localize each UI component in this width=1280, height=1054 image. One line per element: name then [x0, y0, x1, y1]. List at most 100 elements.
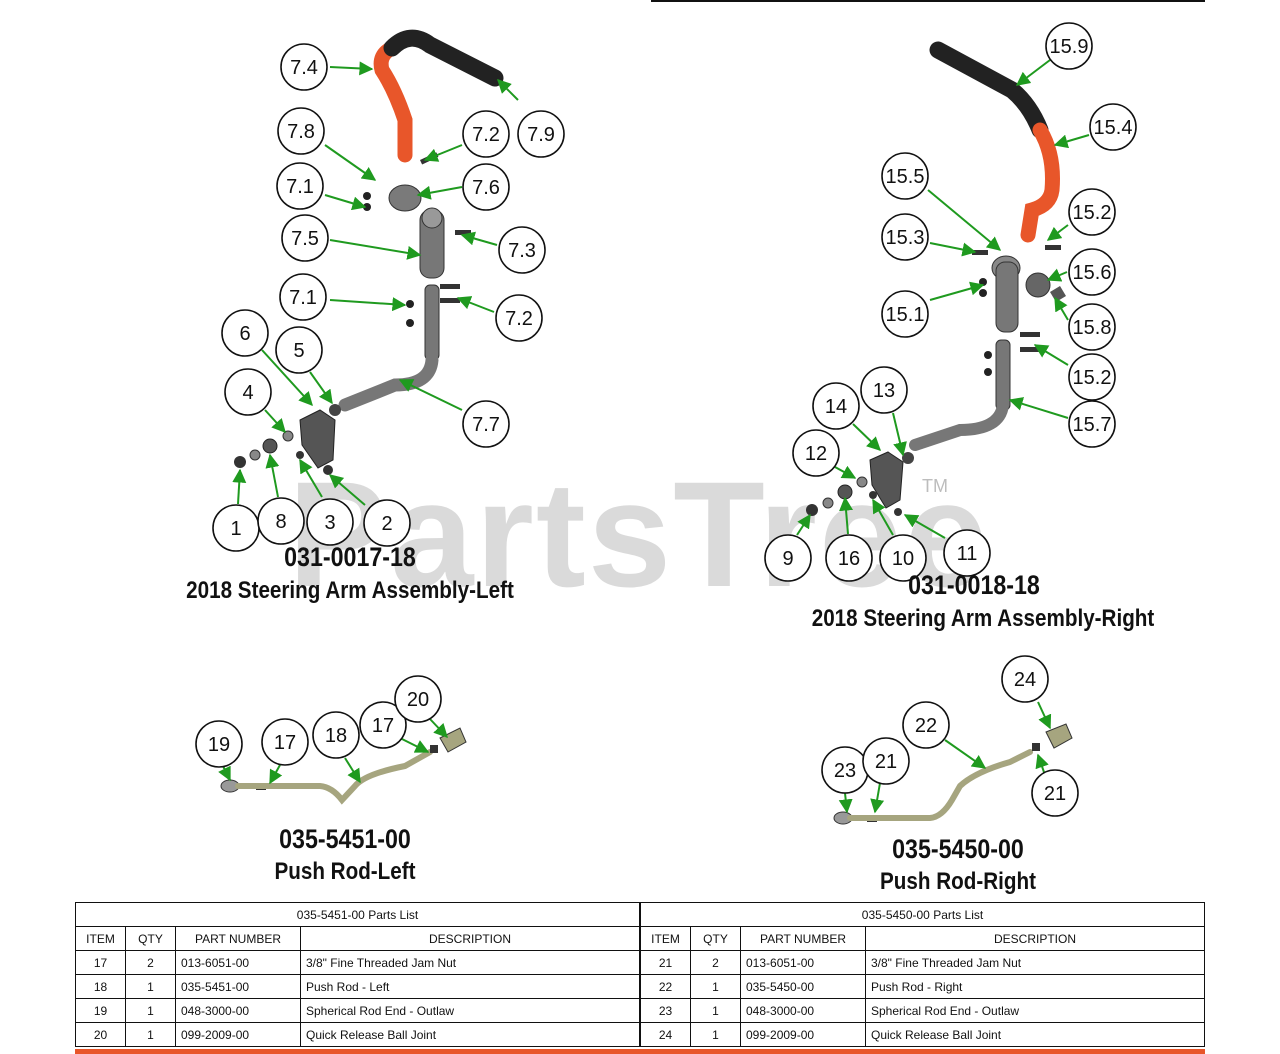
cell-item: 19 — [75, 998, 126, 1023]
callout-leader-line — [1046, 224, 1069, 241]
right-upper-arm — [995, 261, 1019, 333]
callout-leader-line — [497, 79, 519, 101]
callout-bubble-left-arm: 7.2 — [462, 110, 510, 158]
cell-qty: 2 — [690, 950, 741, 975]
callout-label: 7.7 — [472, 414, 500, 436]
callout-label: 7.5 — [291, 228, 319, 250]
callout-leader-line — [399, 737, 430, 753]
callout-label: 12 — [805, 443, 827, 465]
callout-label: 21 — [875, 751, 897, 773]
callout-bubble-left-arm: 8 — [257, 497, 305, 545]
callout-circle — [879, 534, 927, 582]
callout-leader-line — [1053, 134, 1090, 149]
callout-leader-line — [309, 371, 333, 405]
callout-leader-line — [416, 185, 463, 200]
callout-bubble-push-rod-right: 21 — [862, 737, 910, 785]
callout-leader-line — [1054, 296, 1069, 321]
callout-bubble-right-arm: 15.8 — [1068, 303, 1116, 351]
cell-item: 18 — [75, 974, 126, 999]
callout-label: 7.4 — [290, 57, 318, 79]
callout-leader-line — [324, 144, 377, 181]
callout-leader-line — [1033, 344, 1069, 366]
callout-bubble-left-arm: 7.2 — [495, 294, 543, 342]
callout-label: 8 — [275, 511, 286, 533]
table-title: 035-5451-00 Parts List — [75, 902, 640, 927]
right-handle-orange — [1020, 122, 1060, 243]
callout-circle — [1068, 353, 1116, 401]
cell-description: Push Rod - Right — [865, 974, 1205, 999]
callout-bubble-left-arm: 7.8 — [277, 107, 325, 155]
callout-circle — [462, 163, 510, 211]
callout-circle — [279, 273, 327, 321]
callout-label: 7.2 — [505, 308, 533, 330]
callout-bubble-left-arm: 6 — [221, 309, 269, 357]
caption-push-rod-left-part-number: 035-5451-00 — [279, 824, 411, 854]
callout-circle — [792, 429, 840, 477]
callout-label: 4 — [242, 382, 253, 404]
callout-label: 21 — [1044, 783, 1066, 805]
callout-label: 3 — [324, 512, 335, 534]
callout-leader-line — [299, 458, 323, 498]
callout-leader-line — [870, 782, 885, 814]
callout-label: 15.7 — [1073, 414, 1112, 436]
table-row: 17 2 013-6051-00 3/8" Fine Threaded Jam … — [75, 950, 640, 975]
cell-qty: 1 — [690, 998, 741, 1023]
col-part-number: PART NUMBER — [175, 926, 301, 951]
callout-circle — [517, 110, 565, 158]
cell-qty: 1 — [125, 974, 176, 999]
callout-circle — [1068, 400, 1116, 448]
callout-label: 13 — [873, 380, 895, 402]
callout-bubble-left-arm: 7.6 — [462, 163, 510, 211]
callout-label: 7.2 — [472, 124, 500, 146]
callout-leader-line — [344, 757, 361, 784]
callout-circle — [312, 711, 360, 759]
right-bent-shaft — [909, 399, 1009, 451]
callout-bubble-push-rod-left: 20 — [394, 675, 442, 723]
cell-item: 21 — [640, 950, 691, 975]
callout-label: 16 — [838, 548, 860, 570]
callout-label: 23 — [834, 760, 856, 782]
callout-leader-line — [834, 465, 857, 479]
right-bracket — [869, 451, 904, 509]
callout-bubble-left-arm: 7.9 — [517, 110, 565, 158]
table-row: 23 1 048-3000-00 Spherical Rod End - Out… — [640, 998, 1205, 1023]
callout-label: 18 — [325, 725, 347, 747]
cell-part-number: 035-5451-00 — [175, 974, 301, 999]
top-border-line — [651, 0, 1205, 2]
callout-bubble-push-rod-left: 19 — [195, 720, 243, 768]
callout-circle — [221, 309, 269, 357]
callout-leader-line — [261, 349, 313, 407]
cell-qty: 1 — [690, 1022, 741, 1047]
cell-description: Spherical Rod End - Outlaw — [300, 998, 640, 1023]
callout-bubble-left-arm: 7.1 — [279, 273, 327, 321]
callout-leader-line — [1015, 59, 1051, 86]
callout-leader-line — [838, 792, 853, 814]
callout-circle — [1068, 188, 1116, 236]
callout-bubble-push-rod-left: 17 — [359, 701, 407, 749]
callout-bubble-push-rod-right: 23 — [821, 746, 869, 794]
callout-label: 6 — [239, 323, 250, 345]
callout-circle — [495, 294, 543, 342]
callout-leader-line — [796, 513, 811, 536]
callout-bubble-right-arm: 9 — [764, 534, 812, 582]
callout-circle — [881, 213, 929, 261]
callout-bubble-right-arm: 16 — [825, 534, 873, 582]
callout-leader-line — [839, 496, 854, 535]
callout-bubble-left-arm: 7.3 — [498, 226, 546, 274]
callout-circle — [224, 368, 272, 416]
callout-label: 7.1 — [289, 287, 317, 309]
callout-leader-line — [872, 498, 894, 536]
callout-label: 17 — [372, 715, 394, 737]
caption-right-arm-part-number: 031-0018-18 — [908, 570, 1040, 600]
callout-bubble-right-arm: 15.3 — [881, 213, 929, 261]
callout-bubble-left-arm: 7.7 — [462, 400, 510, 448]
cell-part-number: 013-6051-00 — [175, 950, 301, 975]
callout-bubble-left-arm: 7.4 — [280, 43, 328, 91]
caption-left-arm-part-number: 031-0017-18 — [284, 542, 416, 572]
callout-label: 7.3 — [508, 240, 536, 262]
callout-bubble-left-arm: 3 — [306, 498, 354, 546]
callout-circle — [498, 226, 546, 274]
cell-qty: 1 — [125, 1022, 176, 1047]
callout-leader-line — [929, 242, 977, 257]
left-mount-plate — [388, 184, 422, 212]
